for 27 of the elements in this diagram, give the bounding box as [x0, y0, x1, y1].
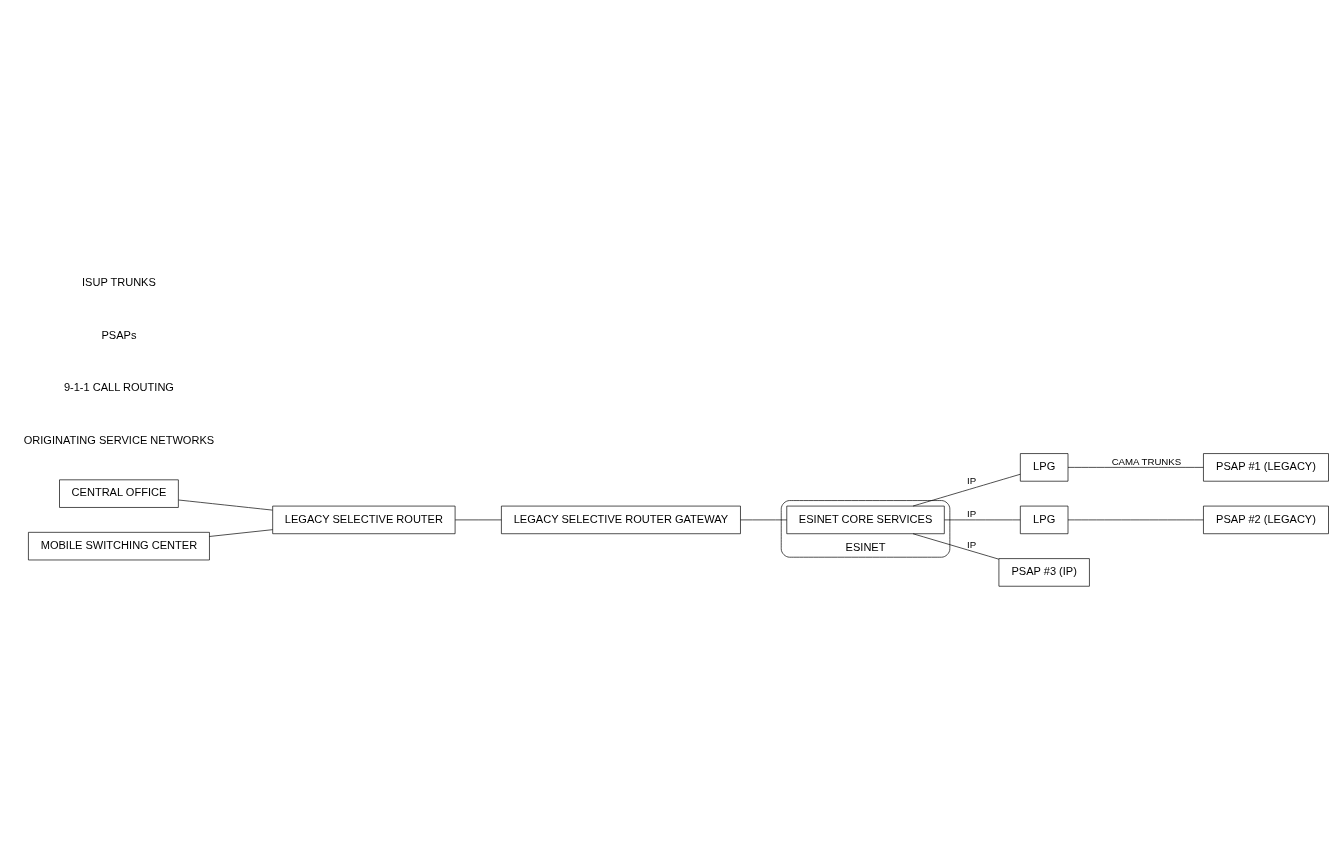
edge-label: IP	[967, 508, 977, 520]
node-box: LPG	[1020, 453, 1069, 482]
connector	[912, 533, 1000, 560]
node-box: LEGACY SELECTIVE ROUTER GATEWAY	[501, 505, 741, 535]
label: 9-1-1 CALL ROUTING	[63, 381, 174, 394]
connector	[944, 519, 1021, 521]
connector	[740, 519, 788, 521]
label: ISUP TRUNKS	[82, 276, 156, 289]
node-box: ESINET CORE SERVICES	[786, 505, 945, 535]
node-box: LEGACY SELECTIVE ROUTER	[272, 505, 456, 535]
node-box: PSAP #3 (IP)	[998, 558, 1090, 587]
node-box: MOBILE SWITCHING CENTER	[28, 532, 210, 561]
node-box: CENTRAL OFFICE	[59, 479, 179, 508]
connector	[1067, 519, 1204, 521]
connector	[209, 529, 273, 537]
node-box: LPG	[1020, 505, 1069, 535]
node-box: PSAP #1 (LEGACY)	[1203, 453, 1329, 482]
label: ORIGINATING SERVICE NETWORKS	[23, 433, 215, 446]
connector	[1067, 467, 1204, 468]
edge-label: CAMA TRUNKS	[1111, 455, 1182, 467]
connector	[454, 519, 502, 521]
edge-label: IP	[967, 475, 977, 487]
connector	[912, 473, 1021, 507]
connector	[178, 499, 273, 511]
node-box: PSAP #2 (LEGACY)	[1203, 505, 1329, 535]
label: PSAPs	[101, 328, 137, 341]
edge-label: IP	[967, 538, 977, 550]
